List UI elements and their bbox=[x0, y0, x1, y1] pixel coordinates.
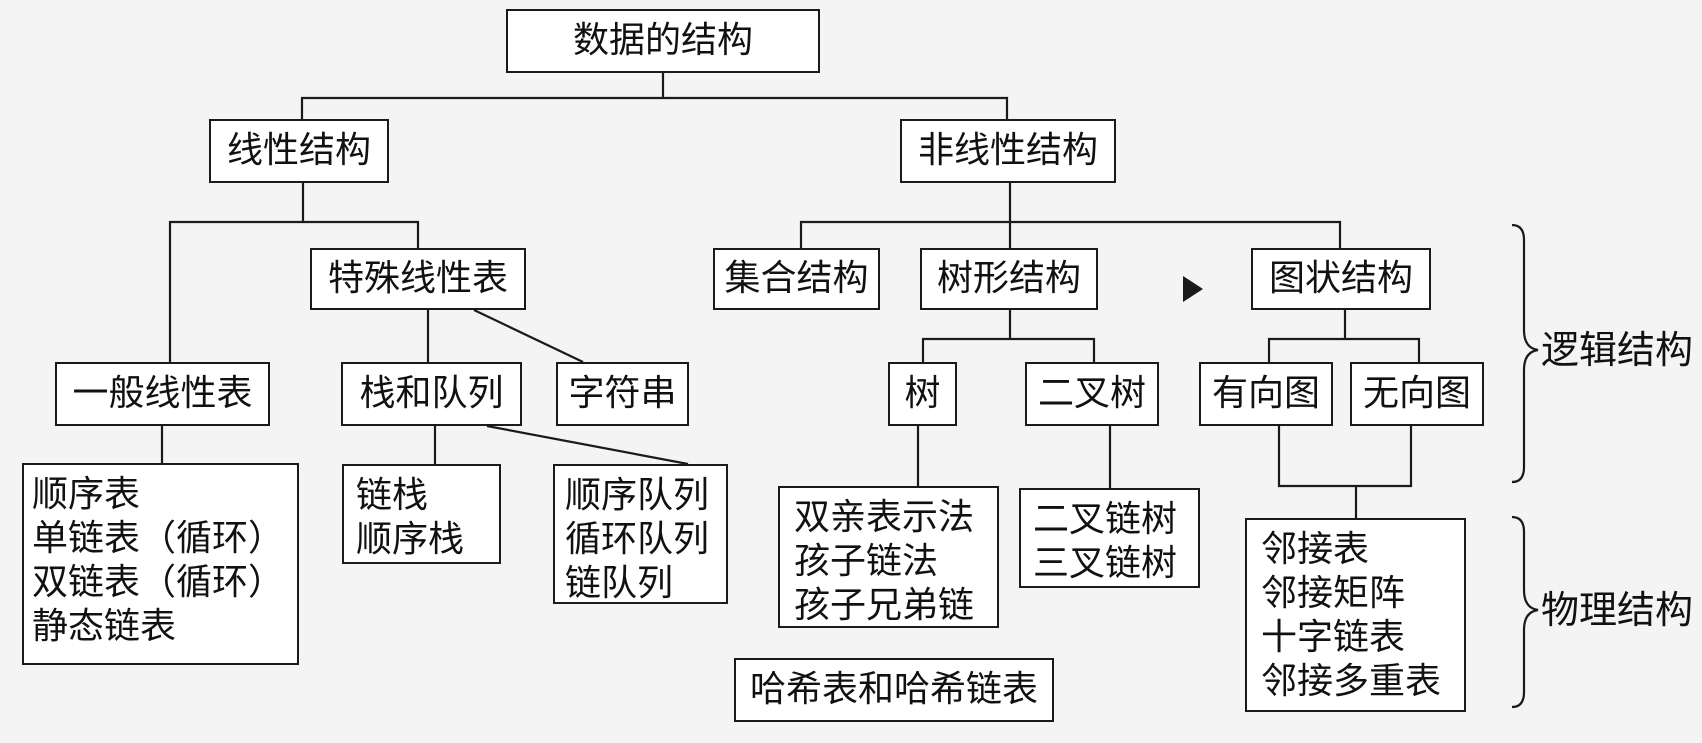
list-item: 顺序队列 bbox=[565, 475, 710, 516]
edge-tree-branch bbox=[921, 337, 1096, 362]
edge-root-branch bbox=[300, 96, 1009, 119]
list-general-impl: 顺序表 单链表（循环） 双链表（循环） 静态链表 bbox=[22, 463, 299, 665]
node-hash: 哈希表和哈希链表 bbox=[734, 658, 1054, 722]
node-binary-tree: 二叉树 bbox=[1025, 362, 1159, 426]
edge-nonlinear-branch bbox=[799, 220, 1342, 248]
node-linear: 线性结构 bbox=[209, 119, 389, 183]
list-item: 静态链表 bbox=[32, 606, 177, 647]
node-string: 字符串 bbox=[556, 362, 689, 426]
node-stack-queue: 栈和队列 bbox=[341, 362, 522, 426]
list-item: 顺序表 bbox=[32, 474, 141, 515]
edge-linear-branch bbox=[168, 220, 420, 362]
list-item: 邻接表 bbox=[1261, 529, 1370, 570]
list-queue-impl: 顺序队列 循环队列 链队列 bbox=[553, 464, 728, 604]
list-item: 二叉链树 bbox=[1033, 499, 1178, 540]
list-graph-impl: 邻接表 邻接矩阵 十字链表 邻接多重表 bbox=[1245, 518, 1466, 712]
node-nonlinear: 非线性结构 bbox=[900, 119, 1116, 183]
label-physical-structure: 物理结构 bbox=[1541, 588, 1694, 632]
node-root: 数据的结构 bbox=[506, 9, 820, 73]
node-general-linear: 一般线性表 bbox=[55, 362, 270, 426]
node-set: 集合结构 bbox=[713, 248, 880, 310]
list-item: 顺序栈 bbox=[356, 519, 465, 560]
list-item: 邻接矩阵 bbox=[1261, 573, 1406, 614]
list-item: 单链表（循环） bbox=[32, 518, 285, 559]
edge-graph-branch bbox=[1267, 337, 1421, 362]
edge-special-string bbox=[473, 309, 584, 363]
brace-physical bbox=[1511, 515, 1539, 709]
list-item: 双链表（循环） bbox=[32, 562, 285, 603]
node-tree: 树形结构 bbox=[920, 248, 1098, 310]
list-tree-impl: 双亲表示法 孩子链法 孩子兄弟链 bbox=[778, 486, 999, 628]
list-item: 链队列 bbox=[565, 563, 674, 604]
list-item: 循环队列 bbox=[565, 519, 710, 560]
list-item: 孩子链法 bbox=[794, 541, 939, 582]
list-item: 三叉链树 bbox=[1033, 543, 1178, 584]
list-item: 孩子兄弟链 bbox=[794, 585, 975, 626]
edge-graph-merge bbox=[1277, 426, 1413, 488]
list-stack-impl: 链栈 顺序栈 bbox=[342, 464, 501, 564]
play-cursor-icon bbox=[1183, 276, 1203, 302]
node-directed-graph: 有向图 bbox=[1199, 362, 1333, 426]
label-logical-structure: 逻辑结构 bbox=[1541, 328, 1694, 372]
list-item: 链栈 bbox=[356, 475, 429, 516]
list-item: 邻接多重表 bbox=[1261, 661, 1442, 702]
list-binary-tree-impl: 二叉链树 三叉链树 bbox=[1019, 488, 1200, 588]
node-tree-plain: 树 bbox=[888, 362, 957, 426]
edge-queue-impl bbox=[486, 424, 689, 466]
node-graph: 图状结构 bbox=[1251, 248, 1431, 310]
list-item: 十字链表 bbox=[1261, 617, 1406, 658]
brace-logical bbox=[1511, 223, 1539, 484]
node-undirected-graph: 无向图 bbox=[1350, 362, 1484, 426]
node-special-linear: 特殊线性表 bbox=[310, 248, 526, 310]
list-item: 双亲表示法 bbox=[794, 497, 975, 538]
